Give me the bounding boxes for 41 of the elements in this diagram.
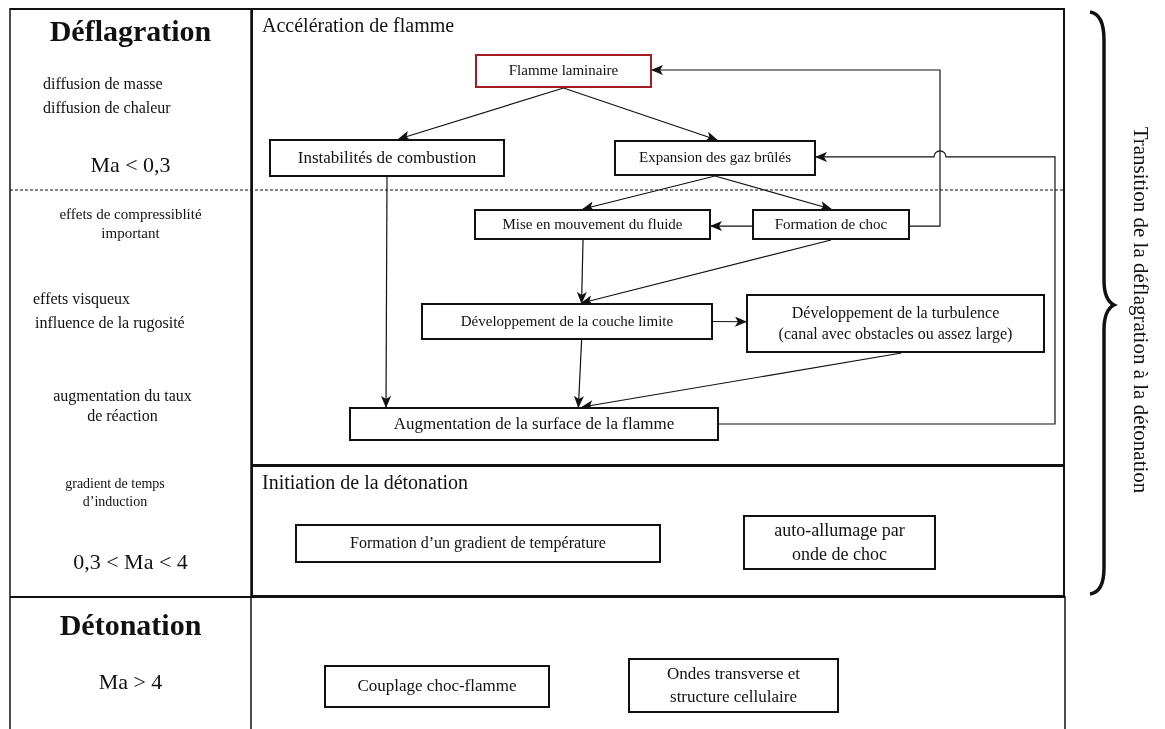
- note-text: 0,3 < Ma < 4: [72, 548, 189, 576]
- process-box: auto-allumage par onde de choc: [743, 515, 936, 570]
- arrow: [397, 87, 565, 141]
- process-box: Couplage choc-flamme: [324, 665, 550, 708]
- note-text: influence de la rugosité: [35, 313, 186, 333]
- process-box: Expansion des gaz brûlés: [614, 140, 816, 176]
- note-text: diffusion de masse: [43, 74, 164, 94]
- arrow: [580, 239, 832, 306]
- note-text: diffusion de chaleur: [43, 98, 172, 118]
- process-box: Développement de la couche limite: [421, 303, 713, 340]
- section-panel: [251, 465, 1065, 597]
- arrow: [573, 339, 584, 408]
- regime-heading: Détonation: [58, 607, 203, 643]
- note-text: augmentation du taux de réaction: [52, 386, 193, 426]
- arrow: [381, 176, 392, 408]
- arrow: [712, 316, 747, 327]
- process-box: Instabilités de combustion: [269, 139, 505, 177]
- note-text: effets de compressiblité important: [58, 205, 203, 243]
- arrow: [718, 150, 1056, 425]
- section-panel: [251, 8, 1065, 466]
- note-text: effets visqueux: [33, 289, 131, 309]
- section-heading: Accélération de flamme: [262, 14, 455, 37]
- process-box: Formation de choc: [752, 209, 910, 240]
- arrow: [576, 239, 587, 304]
- process-box: Mise en mouvement du fluide: [474, 209, 711, 240]
- note-text: Ma > 4: [97, 668, 164, 696]
- section-heading: Initiation de la détonation: [262, 471, 469, 494]
- note-text: Ma < 0,3: [89, 151, 172, 179]
- process-box: Développement de la turbulence (canal avec obstacles ou assez large): [746, 294, 1045, 353]
- arrow: [582, 175, 716, 212]
- regime-heading: Déflagration: [48, 13, 213, 49]
- process-box: Ondes transverse et structure cellulaire: [628, 658, 839, 713]
- transition-label: Transition de la déflagration à la détonation: [1127, 126, 1153, 494]
- arrow: [710, 221, 753, 232]
- arrow: [714, 175, 832, 211]
- arrow: [562, 87, 718, 142]
- process-box: Formation d’un gradient de température: [295, 524, 661, 563]
- process-box: Flamme laminaire: [475, 54, 652, 88]
- arrow: [651, 65, 941, 227]
- process-box: Augmentation de la surface de la flamme: [349, 407, 719, 441]
- note-text: gradient de temps d’induction: [64, 475, 166, 510]
